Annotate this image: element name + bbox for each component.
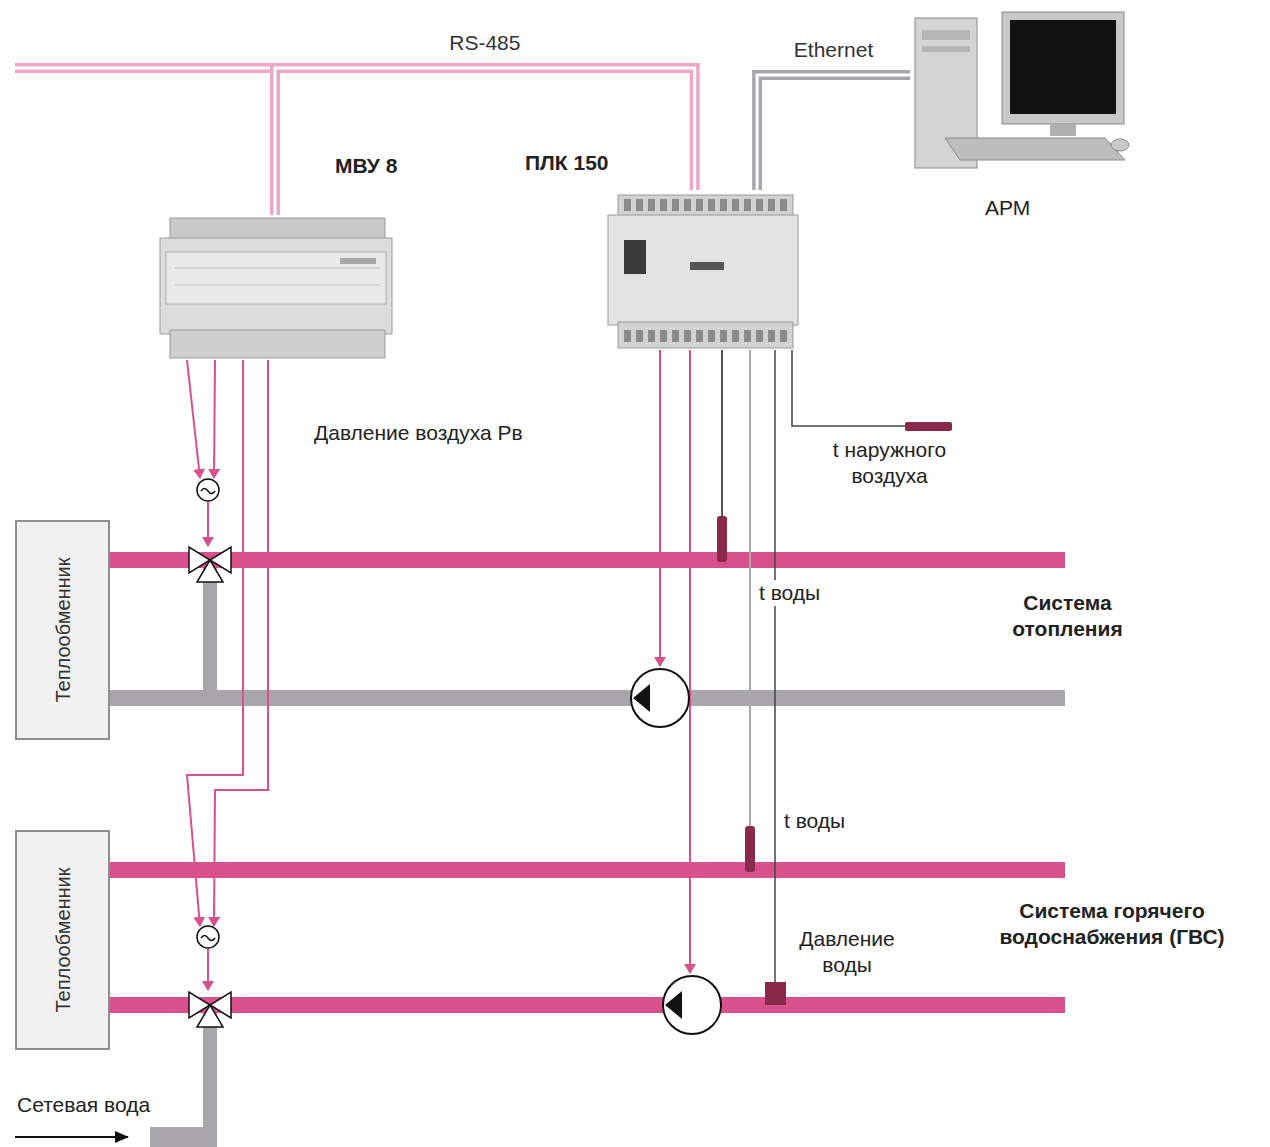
bus-label: RS-485: [446, 31, 523, 55]
heat-exchanger: Теплообменник: [15, 830, 110, 1050]
bus-extension: [15, 68, 275, 69]
flow-label: Сетевая вода: [15, 1092, 152, 1118]
bus-label: Ethernet: [791, 38, 876, 62]
system-name: Система горячего водоснабжения (ГВС): [955, 898, 1269, 951]
bus-stroke: [757, 75, 910, 190]
io-module-picture: [160, 218, 392, 358]
sensor-label: Давление воды: [780, 926, 914, 979]
exchanger-label: Теплообменник: [50, 557, 75, 702]
sensor-label: t воды: [757, 580, 822, 606]
control-wires: [187, 350, 690, 990]
device-name: АРМ: [985, 195, 1030, 221]
exchanger-label: Теплообменник: [50, 867, 75, 1012]
io-module: МВУ 8: [155, 215, 395, 360]
plc-controller: ПЛК 150: [605, 190, 800, 350]
pipes: [15, 552, 1065, 1147]
bus-stroke: [275, 68, 695, 215]
system-name: Система отопления: [983, 590, 1152, 643]
sensor-label: Давление воздуха Pв: [312, 420, 525, 446]
bus-line: [757, 75, 910, 190]
bus-stroke: [757, 75, 910, 190]
bus-stroke: [275, 68, 695, 215]
heat-exchanger: Теплообменник: [15, 520, 110, 740]
sensor-label: t воды: [782, 808, 847, 834]
device-name: МВУ 8: [335, 153, 397, 179]
plc-picture: [608, 195, 798, 348]
sensor-label: t наружного воздуха: [800, 437, 979, 490]
three-way-valve: [189, 547, 231, 1027]
workstation: АРМ: [910, 10, 1130, 175]
sensor: [717, 422, 952, 1005]
computer-picture: [915, 12, 1129, 168]
pump: [631, 669, 721, 1034]
valve-actuator: [197, 479, 219, 948]
bus-line: [275, 68, 695, 215]
device-name: ПЛК 150: [525, 150, 609, 176]
